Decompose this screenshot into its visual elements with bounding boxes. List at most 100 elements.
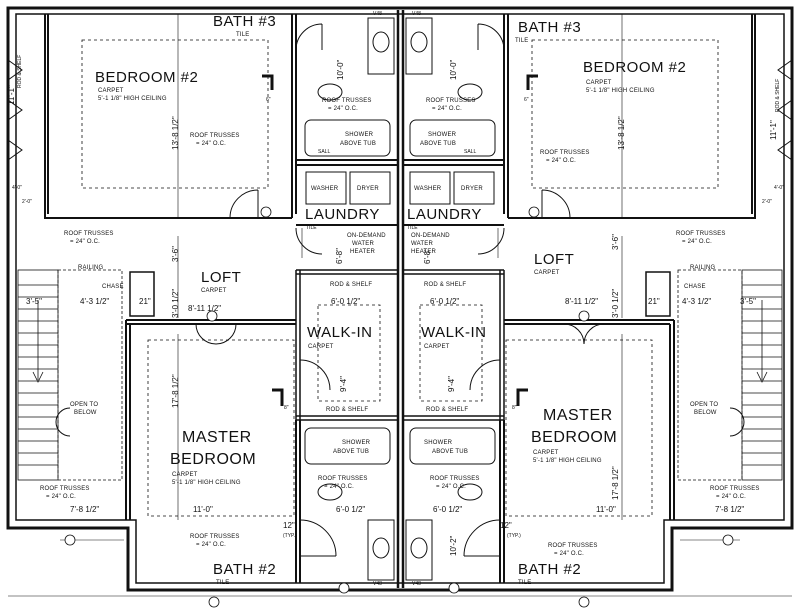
chase-left-label: CHASE bbox=[102, 284, 124, 290]
dryer-left bbox=[349, 171, 391, 205]
bedroom2-left-ceiling-line bbox=[81, 39, 269, 189]
dim-6-upper-left: 6" bbox=[266, 97, 271, 103]
master-right-ceiling: 5'-1 1/8" HIGH CEILING bbox=[533, 458, 602, 464]
roof-trusses-oc-stair-right: = 24" O.C. bbox=[716, 494, 746, 500]
loft-left-label: LOFT bbox=[201, 269, 242, 286]
walk-in-left-ceiling-line bbox=[317, 304, 381, 402]
roof-trusses-stair-right: ROOF TRUSSES bbox=[710, 486, 760, 492]
sink-lower-left bbox=[317, 483, 343, 501]
water-heater-left-1: ON-DEMAND bbox=[347, 233, 386, 239]
party-wall bbox=[396, 10, 405, 588]
door-walk-in-right bbox=[469, 359, 501, 391]
tub-upper-right bbox=[409, 119, 496, 157]
dim-8-mid-right: 8" bbox=[512, 405, 517, 411]
dim-12-left: 12" bbox=[283, 521, 295, 530]
roof-trusses-oc-stair-left: = 24" O.C. bbox=[46, 494, 76, 500]
bath2-right-label: BATH #2 bbox=[518, 561, 582, 578]
roof-trusses-oc-bath2-right: = 24" O.C. bbox=[436, 484, 466, 490]
laundry-right-label: LAUNDRY bbox=[407, 206, 482, 223]
exterior-wall bbox=[6, 6, 794, 592]
tub-upper-left bbox=[304, 119, 391, 157]
v48-lower-right: V48 bbox=[412, 581, 421, 587]
v48-lower-left: V48 bbox=[373, 581, 382, 587]
master-right-ceiling-line bbox=[505, 339, 653, 517]
toilet-bowl-upper-left bbox=[372, 31, 390, 53]
roof-trusses-oc-bed2-left: = 24" O.C. bbox=[196, 141, 226, 147]
master-left-floor: CARPET bbox=[172, 472, 198, 478]
dim-11-1-right: 11'-1" bbox=[769, 120, 778, 140]
roof-trusses-oc-master-left: = 24" O.C. bbox=[196, 542, 226, 548]
master-right-label-2: BEDROOM bbox=[531, 429, 618, 446]
dim-10-0-left: 10'-0" bbox=[336, 59, 345, 80]
door-bedroom2-left bbox=[229, 189, 259, 219]
bath3-left-label: BATH #3 bbox=[213, 13, 277, 30]
sink-upper-right bbox=[457, 83, 483, 101]
roof-trusses-bath3-left: ROOF TRUSSES bbox=[322, 98, 372, 104]
stairs-left bbox=[17, 269, 123, 481]
toilet-bowl-upper-right bbox=[410, 31, 428, 53]
laundry-left-floor: TILE bbox=[306, 225, 317, 231]
roof-trusses-bath2-right: ROOF TRUSSES bbox=[430, 476, 480, 482]
dim-2-0-right: 2'-0" bbox=[762, 199, 772, 205]
dim-6-8-left: 6'-8" bbox=[335, 248, 344, 264]
above-tub-lower-left: ABOVE TUB bbox=[333, 449, 370, 455]
dim-4-0-left: 4'-0" bbox=[12, 185, 22, 191]
shower-lower-left: SHOWER bbox=[342, 440, 371, 446]
bath2-left-floor: TILE bbox=[216, 580, 230, 586]
toilet-upper-left bbox=[367, 17, 395, 75]
open-to-right: OPEN TO bbox=[690, 402, 719, 408]
laundry-left-label: LAUNDRY bbox=[305, 206, 380, 223]
above-tub-upper-left: ABOVE TUB bbox=[340, 141, 377, 147]
dim-9-4-left: 9'-4" bbox=[339, 376, 348, 392]
v48-upper-right: V48 bbox=[412, 11, 421, 17]
dim-4-3-right: 4'-3 1/2" bbox=[682, 297, 712, 306]
dim-13-8-left: 13'-8 1/2" bbox=[171, 116, 180, 150]
roof-trusses-master-left: ROOF TRUSSES bbox=[190, 534, 240, 540]
bedroom2-left-ceiling: 5'-1 1/8" HIGH CEILING bbox=[98, 96, 167, 102]
rod-shelf-walk-in-right-bottom: ROD & SHELF bbox=[426, 407, 469, 413]
dim-12-right: 12" bbox=[500, 521, 512, 530]
water-heater-right-1: ON-DEMAND bbox=[411, 233, 450, 239]
dim-6-0-walk-in-right: 6'-0 1/2" bbox=[430, 297, 460, 306]
walk-in-left-label: WALK-IN bbox=[307, 324, 373, 341]
laundry-right-floor: TILE bbox=[407, 225, 418, 231]
roof-trusses-oc-bath3-right: = 24" O.C. bbox=[432, 106, 462, 112]
below-left: BELOW bbox=[74, 410, 97, 416]
bath3-right-label: BATH #3 bbox=[518, 19, 582, 36]
walk-in-left-floor: CARPET bbox=[308, 344, 334, 350]
toilet-lower-left bbox=[367, 519, 395, 581]
roof-trusses-bath2-left: ROOF TRUSSES bbox=[318, 476, 368, 482]
roof-trusses-bed2-left: ROOF TRUSSES bbox=[190, 133, 240, 139]
loft-left-floor: CARPET bbox=[201, 288, 227, 294]
wall-marker-top bbox=[262, 74, 538, 90]
water-heater-line bbox=[301, 228, 499, 258]
rod-shelf-vert-right: ROD & SHELF bbox=[775, 78, 781, 112]
roof-trusses-oc-loft-left: = 24" O.C. bbox=[70, 239, 100, 245]
bedroom2-right-label: BEDROOM #2 bbox=[583, 59, 687, 76]
dim-6-0-bath2-right: 6'-0 1/2" bbox=[433, 505, 463, 514]
dim-3-0-left: 3'-0 1/2" bbox=[171, 288, 180, 318]
dim-21-left: 21" bbox=[139, 297, 151, 306]
bedroom2-right-ceiling: 5'-1 1/8" HIGH CEILING bbox=[586, 88, 655, 94]
roof-trusses-bath3-right: ROOF TRUSSES bbox=[426, 98, 476, 104]
dim-13-8-right: 13'-8 1/2" bbox=[617, 116, 626, 150]
bedroom2-right-wall bbox=[508, 14, 756, 219]
bath2-right-wall bbox=[499, 420, 505, 583]
railing-right: RAILING bbox=[690, 265, 716, 271]
sall-left: SALL bbox=[318, 149, 331, 155]
bath3-laundry-wall-left bbox=[296, 159, 398, 166]
chase-right-label: CHASE bbox=[684, 284, 706, 290]
bath3-right-wall bbox=[503, 14, 509, 218]
door-bedroom2-right bbox=[541, 189, 571, 219]
master-left-label-1: MASTER bbox=[182, 429, 252, 446]
door-bath3-left bbox=[295, 23, 323, 51]
typ-right: (TYP.) bbox=[507, 533, 521, 539]
washer-left-label: WASHER bbox=[311, 186, 339, 192]
open-arc-left bbox=[55, 407, 71, 437]
toilet-lower-right bbox=[405, 519, 433, 581]
sink-upper-left bbox=[317, 83, 343, 101]
dim-6-0-bath2-left: 6'-0 1/2" bbox=[336, 505, 366, 514]
dim-10-0-right: 10'-0" bbox=[449, 59, 458, 80]
rod-shelf-walk-in-right-top: ROD & SHELF bbox=[424, 282, 467, 288]
